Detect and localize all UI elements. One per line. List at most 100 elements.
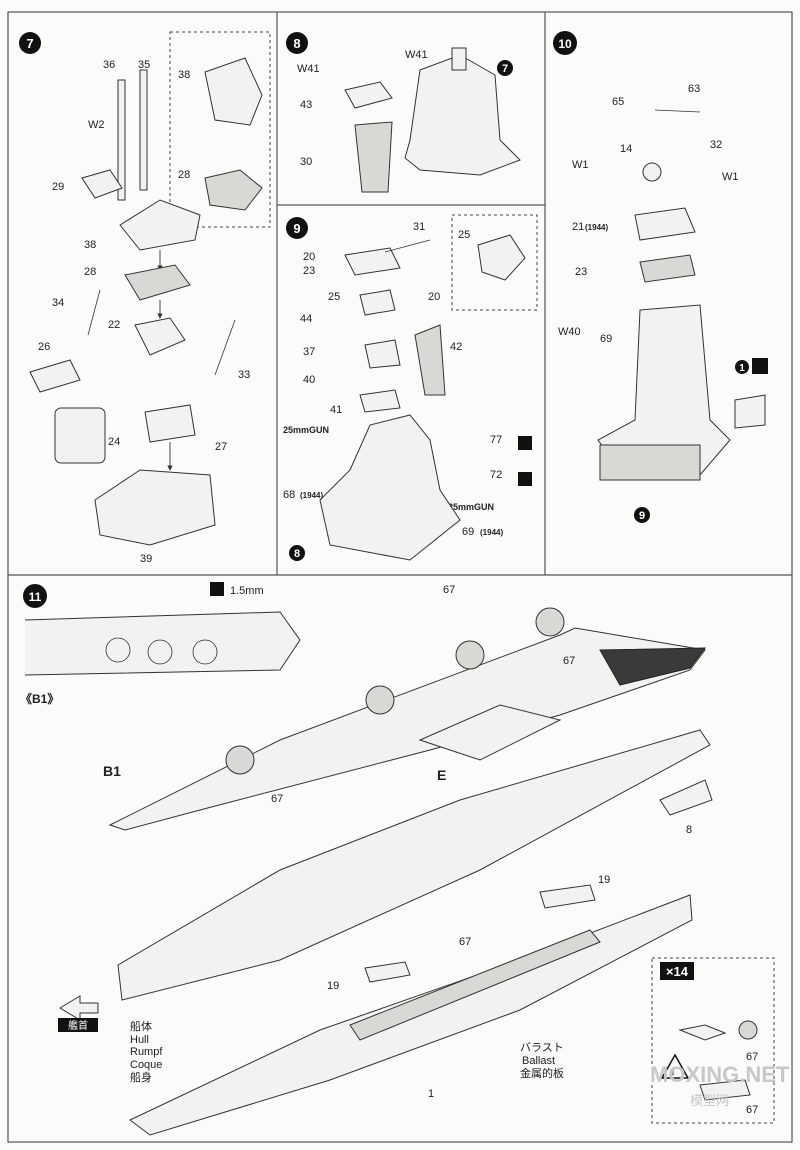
part-63 — [654, 109, 701, 113]
label-hull-jp: 船体 — [130, 1019, 152, 1033]
x14-frame — [651, 957, 775, 1124]
part-e — [418, 704, 562, 761]
step-10: 10 65 63 14 32 W1 W1 21 (1944) 23 W40 69… — [553, 31, 768, 523]
label-b1-title: 《B1》 — [20, 691, 59, 706]
label-77: 77 — [490, 434, 502, 446]
label-69: 69 — [462, 526, 474, 538]
part-38-inset — [204, 57, 263, 126]
label-26: 26 — [38, 341, 50, 353]
label-ballast-jp: バラスト — [520, 1041, 564, 1054]
part-searchlight — [734, 394, 766, 429]
label-19-a: 19 — [327, 980, 339, 992]
step-8-number: 8 — [293, 36, 300, 51]
deck-b1-detail — [24, 611, 301, 676]
hinge-icon-77 — [518, 436, 532, 450]
warning-icon — [660, 1053, 690, 1079]
watermark: MOXING.NET 模型网 — [650, 1062, 790, 1109]
step-8: 8 W41 W41 43 30 7 — [286, 32, 521, 193]
label-14: 14 — [620, 143, 632, 155]
label-69-s10: 69 — [600, 333, 612, 345]
label-28-inset: 28 — [178, 169, 190, 181]
label-w40: W40 — [558, 326, 581, 338]
inset-38-28 — [169, 31, 271, 228]
step-7-badge — [19, 32, 41, 54]
part-34 — [87, 289, 101, 336]
deck-bow-dark — [599, 647, 707, 686]
hinge-icon-10 — [752, 358, 768, 374]
label-19-b: 19 — [598, 874, 610, 886]
ref-step-1: 1 — [739, 363, 745, 374]
note-25mm-gun: 25mmGUN — [283, 425, 329, 435]
part-14 — [642, 162, 662, 182]
label-43: 43 — [300, 99, 312, 111]
part-19-a — [364, 961, 411, 983]
step-7-number: 7 — [26, 36, 33, 51]
part-36-mast — [117, 79, 126, 201]
label-37: 37 — [303, 346, 315, 358]
label-w2: W2 — [88, 119, 105, 131]
part-43 — [344, 81, 393, 109]
ballast-plate — [349, 929, 601, 1041]
part-23 — [344, 247, 401, 276]
label-e: E — [437, 767, 446, 783]
ref-step-9-badge — [634, 507, 650, 523]
label-67-c: 67 — [443, 584, 455, 596]
step-7: 7 36 35 38 28 W2 29 38 28 34 22 26 — [19, 31, 271, 565]
label-bow: 艦首 — [68, 1019, 88, 1032]
label-29: 29 — [52, 181, 64, 193]
label-w41-a: W41 — [297, 63, 320, 75]
label-hull-fr: Coque — [130, 1059, 162, 1071]
label-hull-en: Hull — [130, 1034, 149, 1046]
page-frame — [7, 11, 793, 1143]
label-28: 28 — [84, 266, 96, 278]
part-28-inset — [204, 169, 263, 211]
label-34: 34 — [52, 297, 64, 309]
label-25: 25 — [328, 291, 340, 303]
label-72: 72 — [490, 469, 502, 481]
label-41: 41 — [330, 404, 342, 416]
part-29 — [81, 169, 123, 199]
label-21: 21 — [572, 221, 584, 233]
part-23-s10 — [639, 254, 696, 283]
x14-count: ×14 — [666, 964, 689, 979]
part-19-b — [539, 884, 596, 909]
ref-step-8-badge — [289, 545, 305, 561]
superstructure-9 — [319, 414, 461, 561]
label-32: 32 — [710, 139, 722, 151]
label-31: 31 — [413, 221, 425, 233]
label-35: 35 — [138, 59, 150, 71]
label-ballast-en: Ballast — [522, 1055, 555, 1067]
bow-direction-icon — [59, 995, 99, 1021]
note-21-year: (1944) — [585, 223, 608, 232]
label-27: 27 — [215, 441, 227, 453]
step-8-badge — [286, 32, 308, 54]
label-20-a: 20 — [303, 251, 315, 263]
label-8: 8 — [686, 824, 692, 836]
label-23: 23 — [303, 265, 315, 277]
label-68: 68 — [283, 489, 295, 501]
label-w41-b: W41 — [405, 49, 428, 61]
part-28 — [124, 264, 191, 301]
x14-inset: ×14 67 ! 67 — [651, 957, 775, 1124]
label-thickness: 1.5mm — [230, 585, 264, 597]
label-w1-b: W1 — [722, 171, 739, 183]
label-1: 1 — [428, 1088, 434, 1100]
part-39 — [94, 469, 216, 546]
step-9-badge — [286, 217, 308, 239]
drill-icon — [210, 582, 224, 596]
part-8 — [659, 779, 713, 816]
label-40: 40 — [303, 374, 315, 386]
label-67-d: 67 — [563, 655, 575, 667]
note-68-year: (1944) — [300, 491, 323, 500]
label-ballast-cn: 金属的板 — [520, 1066, 564, 1080]
label-38-inset: 38 — [178, 69, 190, 81]
x14-label-67-b: 67 — [746, 1104, 758, 1116]
label-65: 65 — [612, 96, 624, 108]
step-11-badge — [23, 584, 47, 608]
svg-text:!: ! — [671, 1066, 675, 1078]
ref-step-1-badge — [735, 360, 749, 374]
label-20-b: 20 — [428, 291, 440, 303]
watermark-line2: 模型网 — [690, 1094, 729, 1109]
label-38: 38 — [84, 239, 96, 251]
